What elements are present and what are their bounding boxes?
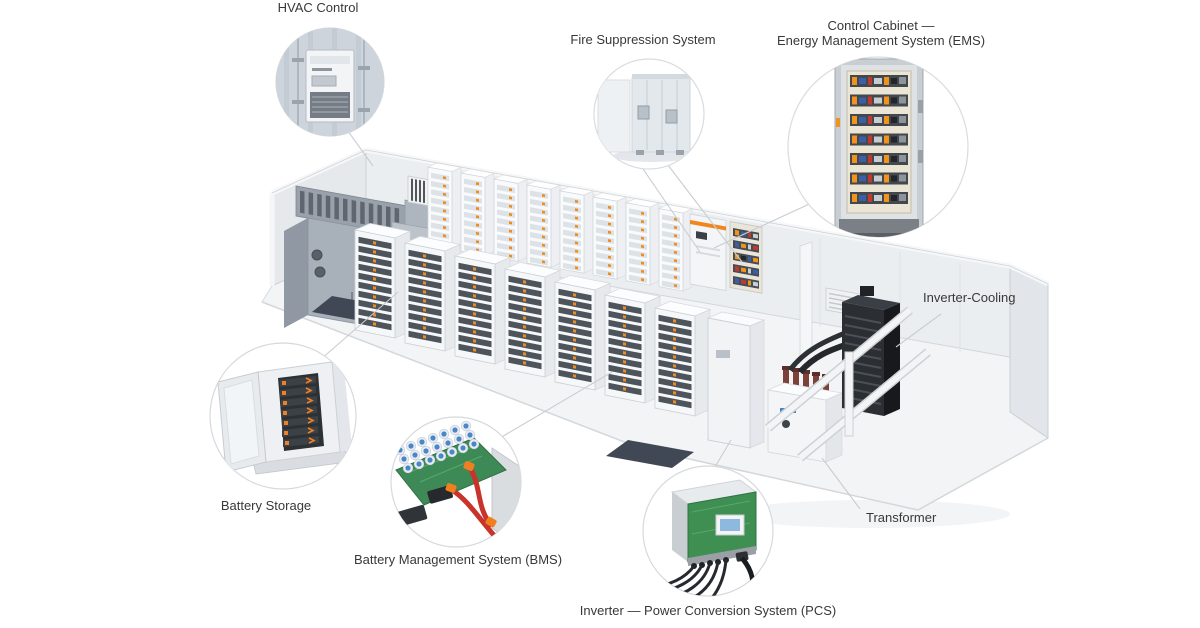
electronics-cabinet-inline xyxy=(729,221,763,294)
label-control-cabinet-line1: Control Cabinet — xyxy=(827,18,935,33)
fire-callout-circle xyxy=(593,58,705,170)
bms-callout-circle xyxy=(390,416,522,548)
leader-inverter-cooling xyxy=(895,313,942,348)
pcs-callout-circle xyxy=(642,465,774,597)
safety-railing xyxy=(765,306,931,462)
label-inverter-cooling: Inverter-Cooling xyxy=(923,290,1016,305)
label-transformer: Transformer xyxy=(866,510,937,525)
ceiling-vent xyxy=(407,175,429,207)
label-control-cabinet-line2: Energy Management System (EMS) xyxy=(776,32,986,48)
leader-battery xyxy=(319,291,399,361)
floor-mat-2 xyxy=(606,440,694,468)
leader-ems xyxy=(713,199,819,249)
label-pcs: Inverter — Power Conversion System (PCS) xyxy=(579,603,837,618)
label-battery-storage: Battery Storage xyxy=(220,498,312,513)
ems-callout-circle xyxy=(787,56,969,238)
right-end-wall xyxy=(1009,265,1049,439)
label-hvac-control: HVAC Control xyxy=(277,0,359,15)
leader-fire-2 xyxy=(657,151,743,263)
battery-cells xyxy=(394,420,480,474)
label-control-cabinet-ems: Control Cabinet — Energy Management Syst… xyxy=(761,18,1001,48)
hvac-wall-unit xyxy=(305,49,355,123)
battery-modules xyxy=(280,376,319,447)
partition-wall xyxy=(799,241,813,357)
leader-transformer xyxy=(821,457,861,510)
ems-cabinet-inline xyxy=(689,213,727,291)
leader-bms xyxy=(499,371,613,439)
battery-callout-circle xyxy=(209,342,357,490)
ground-shadow xyxy=(730,500,1010,528)
label-bms: Battery Management System (BMS) xyxy=(353,552,563,567)
pcs-cabinet-inline xyxy=(706,311,766,449)
pcs-screen xyxy=(715,514,745,536)
container-illustration xyxy=(261,147,1050,528)
label-fire-suppression: Fire Suppression System xyxy=(570,32,716,47)
hvac-callout-circle xyxy=(275,27,385,137)
